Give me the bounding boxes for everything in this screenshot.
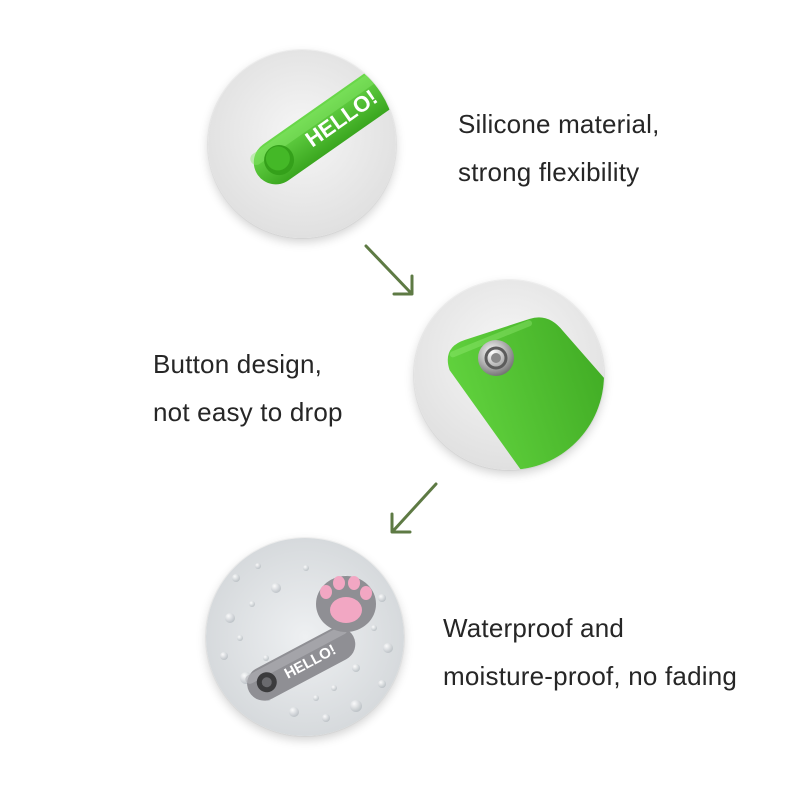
feature-2-caption-line-1: Button design, [153, 349, 323, 379]
feature-1-photo: HELLO! [208, 50, 396, 238]
arrow-down-left-icon [390, 482, 438, 534]
feature-1-caption-line-2: strong flexibility [458, 157, 640, 187]
green-hello-strap-illustration: HELLO! [208, 50, 396, 238]
feature-2-caption-line-2: not easy to drop [153, 397, 343, 427]
feature-1-caption-line-1: Silicone material, [458, 109, 660, 139]
feature-1-caption: Silicone material, strong flexibility [458, 100, 660, 196]
paw-pad-large [330, 597, 362, 623]
feature-3-photo: HELLO! [206, 538, 404, 736]
feature-2-photo [414, 280, 604, 470]
feature-3-caption-line-1: Waterproof and [443, 613, 625, 643]
feature-2-caption: Button design, not easy to drop [153, 340, 343, 436]
paw-strap-waterdrops-illustration: HELLO! [206, 538, 404, 736]
feature-3-caption: Waterproof and moisture-proof, no fading [443, 604, 737, 700]
feature-3-caption-line-2: moisture-proof, no fading [443, 661, 738, 691]
arrow-down-right-icon [364, 244, 414, 296]
metal-snap-strap-illustration [414, 280, 604, 470]
paw-head [316, 576, 376, 632]
